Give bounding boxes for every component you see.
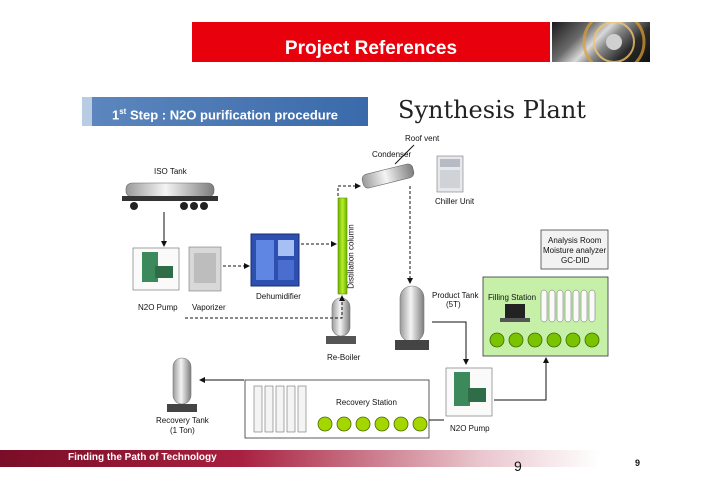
label-vaporizer: Vaporizer	[192, 303, 226, 312]
page-number-right: 9	[635, 458, 641, 468]
cd-disc-graphic	[582, 22, 646, 62]
label-filling-station: Filling Station	[488, 293, 537, 302]
label-product-tank: Product Tank	[432, 291, 479, 300]
label-moisture-analyzer: Moisture analyzer	[543, 246, 607, 255]
condenser	[361, 163, 415, 189]
label-re-boiler: Re-Boiler	[327, 353, 361, 362]
step-suffix: st	[119, 107, 127, 116]
header-bar	[192, 22, 550, 62]
recovery-station	[244, 379, 430, 439]
label-dehumidifier: Dehumidifier	[256, 292, 301, 301]
label-n2o-pump-left: N2O Pump	[138, 303, 178, 312]
step-number: 1	[112, 107, 120, 123]
label-product-tank-capacity: (5T)	[446, 300, 461, 309]
n2o-pump-left	[132, 247, 180, 291]
label-recovery-tank: Recovery Tank	[156, 416, 209, 425]
analysis-room-box	[540, 229, 609, 270]
iso-tank-trailer	[122, 182, 218, 210]
flow-lines	[161, 144, 549, 421]
dehumidifier	[250, 233, 300, 287]
label-n2o-pump-right: N2O Pump	[450, 424, 490, 433]
step-label: Step : N2O purification procedure	[126, 107, 338, 123]
page-number-center: 9	[514, 458, 522, 474]
label-chiller-unit: Chiller Unit	[435, 197, 475, 206]
filling-station	[482, 276, 609, 357]
label-roof-vent: Roof vent	[405, 134, 440, 143]
re-boiler	[326, 297, 356, 344]
recovery-tank	[167, 357, 197, 412]
label-recovery-tank-capacity: (1 Ton)	[170, 426, 195, 435]
footer-bar	[0, 450, 600, 467]
header-decorative-image	[552, 22, 650, 62]
footer-slogan: Finding the Path of Technology	[68, 452, 217, 463]
product-tank	[395, 285, 429, 350]
label-distillation-column: Distillation column	[346, 224, 356, 289]
distillation-column	[337, 197, 348, 295]
step-banner-text: 1st Step : N2O purification procedure	[112, 100, 338, 124]
label-iso-tank: ISO Tank	[154, 167, 187, 176]
label-gc-did: GC-DID	[561, 256, 590, 265]
n2o-pump-right	[445, 367, 493, 417]
plant-title: Synthesis Plant	[398, 96, 586, 124]
step-banner	[82, 97, 368, 126]
label-analysis-room: Analysis Room	[548, 236, 602, 245]
chiller-unit	[436, 155, 464, 193]
page-title: Project References	[284, 38, 458, 59]
label-condenser: Condenser	[372, 150, 412, 159]
label-recovery-station: Recovery Station	[336, 398, 397, 407]
vaporizer	[188, 246, 222, 292]
